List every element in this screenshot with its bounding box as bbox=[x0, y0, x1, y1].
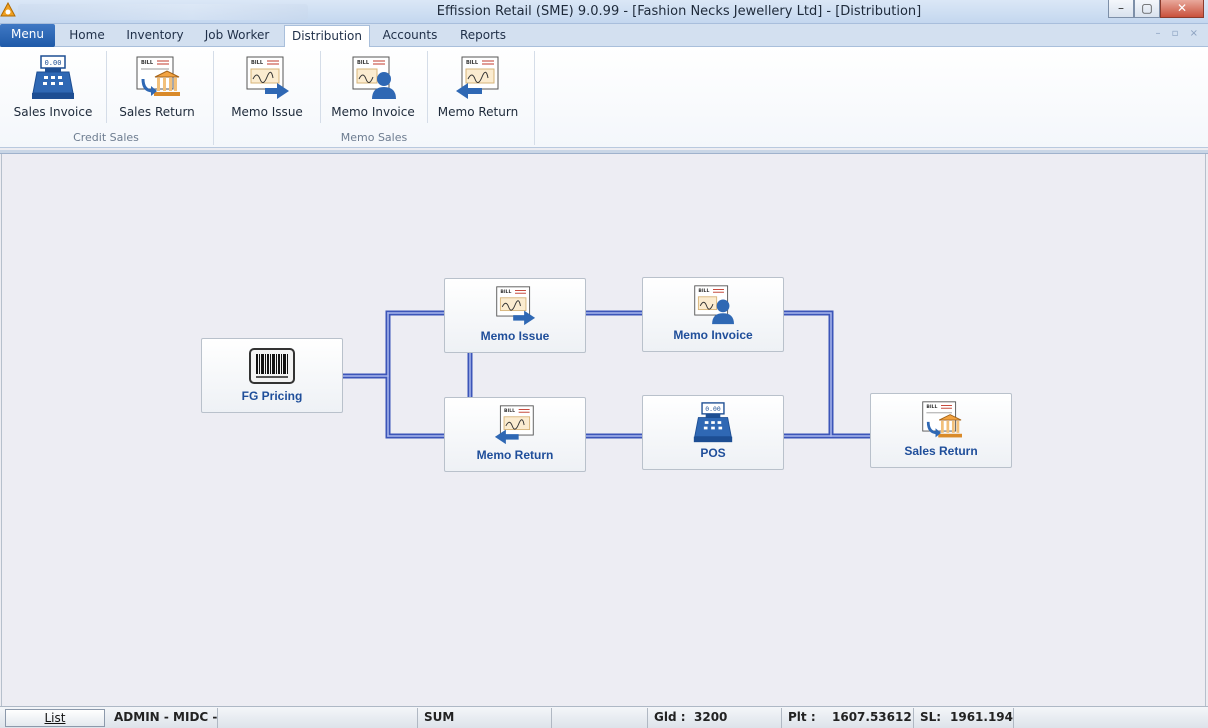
ribbon-separator bbox=[320, 51, 321, 123]
title-bar: Effission Retail (SME) 9.0.99 - [Fashion… bbox=[0, 0, 1208, 24]
cash-register-icon: 0.00 bbox=[693, 402, 733, 443]
minimize-button[interactable]: – bbox=[1108, 0, 1134, 18]
window-title: Effission Retail (SME) 9.0.99 - [Fashion… bbox=[436, 4, 922, 19]
status-gold-rate: Gld : 3200 bbox=[648, 708, 782, 728]
close-button[interactable]: ✕ bbox=[1160, 0, 1204, 18]
status-empty bbox=[218, 708, 418, 728]
memo-issue-icon: BILL bbox=[246, 56, 289, 99]
svg-text:BILL: BILL bbox=[141, 60, 154, 66]
tab-accounts[interactable]: Accounts bbox=[382, 28, 438, 42]
svg-text:BILL: BILL bbox=[466, 60, 479, 66]
gold-value: 3200 bbox=[694, 710, 728, 724]
ribbon-sales-invoice-label: Sales Invoice bbox=[13, 105, 93, 119]
status-platinum-rate: Plt : 1607.53612 bbox=[782, 708, 914, 728]
flow-connectors bbox=[339, 310, 873, 439]
ribbon-separator bbox=[427, 51, 428, 123]
ribbon-group-separator bbox=[534, 51, 535, 145]
flow-node-label: Memo Invoice bbox=[673, 328, 753, 342]
flow-node-fg-pricing[interactable]: FG Pricing bbox=[201, 338, 343, 413]
cash-register-icon: 0.00 bbox=[32, 55, 74, 99]
app-logo-icon[interactable] bbox=[0, 2, 16, 18]
ribbon-panel: 0.00 Sales Invoice BILL Sales Return Cre… bbox=[0, 47, 1208, 148]
silver-label: SL: bbox=[920, 710, 942, 724]
quick-access-toolbar bbox=[18, 4, 308, 20]
silver-value: 1961.194 bbox=[950, 710, 1014, 724]
svg-text:BILL: BILL bbox=[504, 408, 515, 414]
ribbon-sales-return-button[interactable]: BILL Sales Return bbox=[114, 51, 200, 123]
ribbon-memo-invoice-button[interactable]: BILL Memo Invoice bbox=[330, 51, 416, 123]
tab-inventory[interactable]: Inventory bbox=[126, 28, 184, 42]
group-label-credit-sales: Credit Sales bbox=[73, 131, 139, 144]
window-controls: – ▢ ✕ bbox=[1108, 0, 1204, 18]
bill-bank-return-icon: BILL bbox=[922, 401, 962, 438]
status-sum: SUM bbox=[418, 708, 552, 728]
memo-return-icon: BILL bbox=[456, 56, 499, 99]
bill-bank-return-icon: BILL bbox=[136, 56, 180, 96]
ribbon-memo-issue-label: Memo Issue bbox=[231, 105, 303, 119]
status-bar: List ADMIN - MIDC - SUM Gld : 3200 Plt :… bbox=[0, 706, 1208, 728]
ribbon-group-separator bbox=[213, 51, 214, 145]
tab-home[interactable]: Home bbox=[69, 28, 105, 42]
ribbon-tab-bar: Menu Home Inventory Job Worker Distribut… bbox=[0, 24, 1208, 48]
platinum-label: Plt : bbox=[788, 710, 816, 724]
gold-label: Gld : bbox=[654, 710, 686, 724]
connector-invoice-to-sales-return bbox=[781, 310, 834, 439]
ribbon-memo-return-label: Memo Return bbox=[437, 105, 519, 119]
flow-node-memo-return[interactable]: BILL Memo Return bbox=[444, 397, 586, 472]
memo-invoice-icon: BILL bbox=[352, 56, 396, 99]
mdi-window-controls[interactable]: – ▫ × bbox=[1155, 28, 1202, 39]
svg-text:BILL: BILL bbox=[251, 60, 264, 66]
ribbon-memo-return-button[interactable]: BILL Memo Return bbox=[435, 51, 521, 123]
flow-node-label: Memo Issue bbox=[480, 329, 550, 343]
flow-node-memo-issue[interactable]: BILL Memo Issue bbox=[444, 278, 586, 353]
tab-menu[interactable]: Menu bbox=[0, 24, 55, 47]
ribbon-splitter[interactable] bbox=[0, 150, 1208, 154]
status-silver-rate: SL: 1961.194 bbox=[914, 708, 1014, 728]
status-empty bbox=[552, 708, 648, 728]
flow-node-memo-invoice[interactable]: BILL Memo Invoice bbox=[642, 277, 784, 352]
svg-text:BILL: BILL bbox=[926, 404, 937, 410]
svg-text:BILL: BILL bbox=[698, 288, 709, 294]
svg-text:BILL: BILL bbox=[500, 289, 511, 295]
status-user: ADMIN - MIDC - bbox=[108, 708, 218, 728]
distribution-flow-workspace: FG Pricing BILL Memo Issue BILL Memo Inv… bbox=[1, 154, 1206, 706]
ribbon-memo-invoice-label: Memo Invoice bbox=[331, 105, 415, 119]
group-label-memo-sales: Memo Sales bbox=[340, 131, 408, 144]
flow-node-label: Memo Return bbox=[476, 448, 554, 462]
maximize-button[interactable]: ▢ bbox=[1134, 0, 1160, 18]
tab-job-worker[interactable]: Job Worker bbox=[204, 28, 270, 42]
tab-distribution[interactable]: Distribution bbox=[284, 25, 370, 48]
memo-return-icon: BILL bbox=[494, 405, 534, 445]
platinum-value: 1607.53612 bbox=[832, 710, 912, 724]
flow-node-label: FG Pricing bbox=[241, 389, 303, 403]
list-button[interactable]: List bbox=[5, 709, 105, 727]
barcode-icon bbox=[249, 348, 295, 384]
ribbon-sales-invoice-button[interactable]: 0.00 Sales Invoice bbox=[10, 51, 96, 123]
flow-node-pos[interactable]: 0.00 POS bbox=[642, 395, 784, 470]
flow-node-label: POS bbox=[700, 446, 726, 460]
memo-issue-icon: BILL bbox=[496, 286, 536, 326]
ribbon-separator bbox=[106, 51, 107, 123]
svg-text:0.00: 0.00 bbox=[705, 405, 721, 413]
tab-reports[interactable]: Reports bbox=[459, 28, 507, 42]
ribbon-sales-return-label: Sales Return bbox=[119, 105, 195, 119]
flow-node-sales-return[interactable]: BILL Sales Return bbox=[870, 393, 1012, 468]
ribbon-memo-issue-button[interactable]: BILL Memo Issue bbox=[224, 51, 310, 123]
flow-node-label: Sales Return bbox=[904, 444, 978, 458]
svg-text:0.00: 0.00 bbox=[45, 59, 62, 67]
memo-invoice-icon: BILL bbox=[694, 285, 734, 325]
svg-text:BILL: BILL bbox=[357, 60, 370, 66]
